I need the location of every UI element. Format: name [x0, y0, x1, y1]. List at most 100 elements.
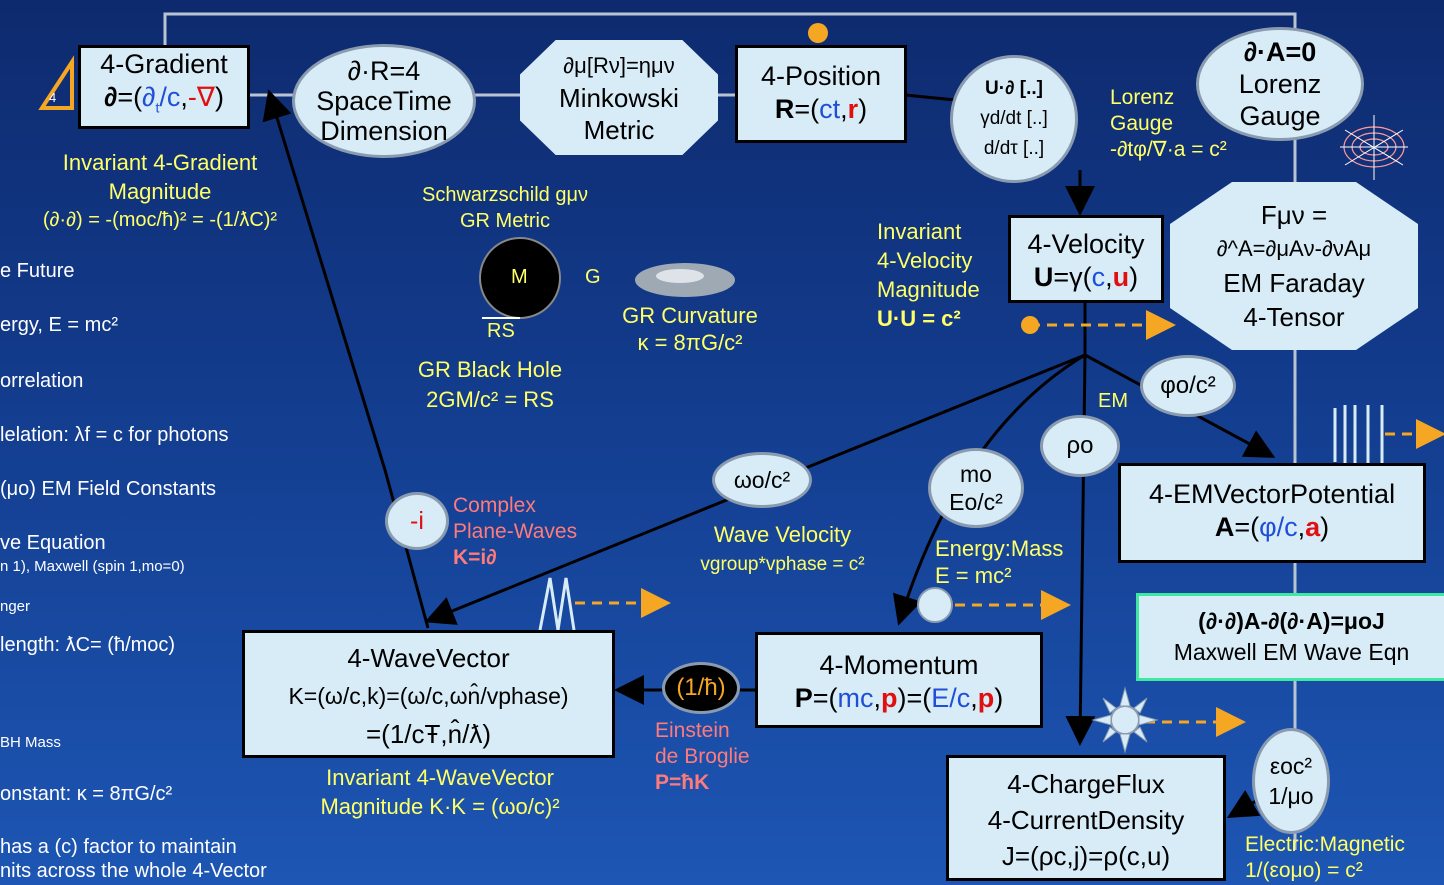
einstein-label: Einstein de Broglie P=ħK [655, 718, 750, 796]
triangle-label: 4 [49, 90, 57, 105]
faraday-line3: EM Faraday [1223, 268, 1365, 298]
lorenz-gauge-line1: Lorenz [1110, 86, 1175, 109]
faraday-line2: ∂^A=∂μAν-∂νAμ [1216, 236, 1372, 261]
minkowski-node[interactable]: ∂μ[Rν]=ημν Minkowski Metric [520, 40, 718, 155]
gr-black-hole-label: GR Black Hole 2GM/c² = RS [400, 355, 580, 415]
velocity-node[interactable]: 4-Velocity U=γ(c,u) [1008, 215, 1164, 303]
gradient-magnitude-label: Invariant 4-Gradient Magnitude (∂·∂) = -… [0, 148, 320, 235]
position-to-operators [904, 93, 956, 102]
lorenz-oval[interactable]: ∂·A=0 Lorenz Gauge [1196, 27, 1364, 141]
left-note-11: onstant: κ = 8πG/c² [0, 783, 173, 805]
schwarz-line2: GR Metric [460, 210, 550, 232]
inv-vel-line4: U·U = c² [877, 306, 961, 331]
left-note-3: orrelation [0, 370, 84, 392]
minkowski-line3: Metric [583, 114, 655, 145]
emvector-node[interactable]: 4-EMVectorPotential A=(φ/c,a) [1118, 463, 1426, 563]
lorenz-gauge-label: Lorenz Gauge -∂tφ/∇·a = c² [1110, 85, 1227, 163]
wave-vel-line2: vgroup*vphase = c² [700, 554, 865, 575]
complex-line3: K=i∂ [453, 546, 497, 569]
mass-line2: Eo/c² [949, 489, 1003, 515]
maxwell-equation-box[interactable]: (∂·∂)A-∂(∂·A)=μoJ Maxwell EM Wave Eqn [1136, 593, 1444, 681]
wavefront-icon [1333, 405, 1384, 465]
wave-velocity-label: Wave Velocity vgroup*vphase = c² [695, 520, 870, 580]
inv-vel-line3: Magnitude [877, 277, 980, 302]
chargeflux-line2: 4-CurrentDensity [987, 805, 1185, 835]
left-note-10: BH Mass [0, 734, 61, 751]
schwarzschild-label: Schwarzschild gμν GR Metric [400, 182, 610, 234]
spacetime-oval[interactable]: ∂·R=4 SpaceTime Dimension [292, 44, 476, 158]
elec-mag-line2: 1/(εoμo) = c² [1245, 859, 1363, 882]
left-note-4: lelation: λf = c for photons [0, 424, 229, 446]
wavevector-title: 4-WaveVector [347, 643, 510, 673]
grad-mag-line2: Magnitude [108, 179, 212, 204]
gr-curv-line1: GR Curvature [622, 303, 758, 328]
wave-vel-line1: Wave Velocity [713, 522, 852, 547]
chargeflux-node[interactable]: 4-ChargeFlux 4-CurrentDensity J=(ρc,j)=ρ… [946, 755, 1226, 881]
rs-label: RS [487, 320, 515, 342]
left-note-1: e Future [0, 260, 75, 282]
gr-curvature-highlight [656, 269, 704, 283]
lorenz-line3: Gauge [1239, 101, 1321, 131]
faraday-node[interactable]: Fμν = ∂^A=∂μAν-∂νAμ EM Faraday 4-Tensor [1170, 182, 1418, 350]
minus-i-oval[interactable]: -i [385, 492, 449, 550]
em-label: EM [1098, 390, 1128, 412]
invariant-velocity-label: Invariant 4-Velocity Magnitude U·U = c² [877, 217, 980, 333]
complex-line1: Complex [453, 494, 536, 517]
left-note-8: nger [0, 598, 31, 615]
mass-line1: mo [960, 461, 992, 487]
velocity-dot-icon [1021, 316, 1039, 334]
operators-line3: d/dτ [..] [983, 138, 1045, 159]
velocity-formula: U=γ(c,u) [1033, 262, 1139, 292]
omega-oval[interactable]: ωo/c² [712, 452, 812, 508]
wavevector-node[interactable]: 4-WaveVector K=(ω/c,k)=(ω/c,ωn̂/vphase) … [242, 630, 615, 758]
left-note-9: length: ƛC= (ħ/moc) [0, 634, 176, 656]
operators-oval[interactable]: U·∂ [..] γd/dt [..] d/dτ [..] [950, 55, 1078, 183]
inv-vel-line1: Invariant [877, 219, 962, 244]
gradient-formula: ∂=(∂t/c,-∇) [104, 82, 224, 116]
momentum-formula: P=(mc,p)=(E/c,p) [794, 683, 1004, 713]
complex-planewave-label: Complex Plane-Waves K=i∂ [453, 493, 577, 571]
gr-bh-line1: GR Black Hole [417, 357, 563, 382]
lorenz-line2: Lorenz [1238, 69, 1322, 99]
wavevector-line2: K=(ω/c,k)=(ω/c,ωn̂/vphase) [288, 683, 569, 709]
left-note-13: nits across the whole 4-Vector [0, 860, 267, 882]
eps-oval[interactable]: εoc² 1/μo [1252, 728, 1330, 834]
lorenz-gauge-line2: Gauge [1110, 112, 1174, 135]
spacetime-line1: ∂·R=4 [347, 56, 421, 86]
position-node[interactable]: 4-Position R=(ct,r) [735, 45, 907, 143]
maxwell-line1: (∂·∂)A-∂(∂·A)=μoJ [1198, 608, 1385, 634]
chargeflux-line1: 4-ChargeFlux [1007, 769, 1165, 799]
grad-mag-line1: Invariant 4-Gradient [62, 150, 258, 175]
eps-line2: 1/μo [1268, 783, 1314, 809]
phi-oval[interactable]: φo/c² [1140, 355, 1236, 417]
minkowski-line2: Minkowski [559, 82, 679, 113]
operators-line2: γd/dt [..] [980, 108, 1048, 129]
energy-mass-line2: E = mc² [935, 563, 1012, 588]
black-hole-mass-label: M [511, 266, 528, 288]
radiation-lines-icon [1340, 115, 1408, 180]
momentum-dot-icon [917, 587, 953, 623]
gradient-node[interactable]: 4-Gradient ∂=(∂t/c,-∇) [78, 45, 250, 129]
lorenz-line1: ∂·A=0 [1243, 37, 1317, 67]
sun-icon [1091, 686, 1159, 754]
inv-wave-line2: Magnitude K·K = (ωo/c)² [320, 794, 560, 819]
gr-curv-line2: κ = 8πG/c² [637, 330, 743, 355]
eps-line1: εoc² [1269, 753, 1313, 779]
emvector-title: 4-EMVectorPotential [1148, 479, 1396, 509]
position-dot-icon [808, 23, 828, 43]
energy-mass-line1: Energy:Mass [935, 536, 1064, 561]
wavevector-line3: =(1/cŦ,n̂/ƛ) [366, 719, 491, 749]
rho-oval[interactable]: ρo [1040, 415, 1120, 477]
mass-oval[interactable]: mo Eo/c² [928, 448, 1024, 528]
momentum-title: 4-Momentum [819, 650, 979, 680]
gradient-title: 4-Gradient [100, 49, 228, 79]
left-note-2: ergy, E = mc² [0, 314, 118, 336]
emvector-formula: A=(φ/c,a) [1214, 512, 1330, 542]
inv-wave-line1: Invariant 4-WaveVector [326, 765, 554, 790]
hbar-oval[interactable]: (1/ħ) [662, 662, 740, 714]
faraday-line1: Fμν = [1260, 200, 1328, 230]
schwarz-line1: Schwarzschild gμν [421, 184, 589, 206]
momentum-node[interactable]: 4-Momentum P=(mc,p)=(E/c,p) [755, 632, 1043, 728]
complex-line2: Plane-Waves [453, 520, 578, 543]
left-note-7: n 1), Maxwell (spin 1,mo=0) [0, 558, 185, 575]
